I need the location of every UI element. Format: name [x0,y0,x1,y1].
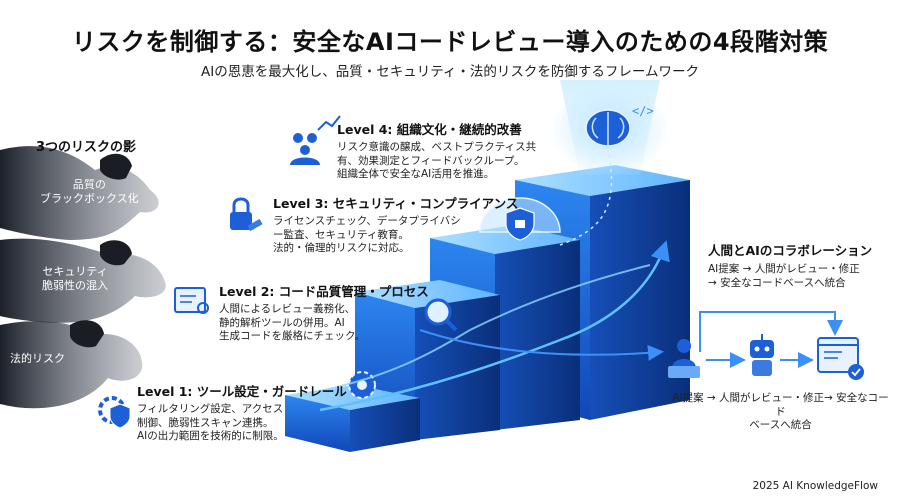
lock-gavel-icon [230,197,263,232]
risk-label-line: 品質の [72,178,106,191]
level-desc-line: フィルタリング設定、アクセス [137,403,284,415]
gear-icon [348,371,376,399]
level-desc-line: ライセンスチェック、データプライバシ [273,215,461,227]
collab-caption-line: AI提案 → 人間がレビュー・修正→ 安全なコード [672,392,889,418]
collab-caption-line: ベースへ統合 [749,419,812,431]
level-3-desc: ライセンスチェック、データプライバシ ー監査、セキュリティ教育。 法的・倫理的リ… [273,215,518,256]
collab-flow [699,311,843,368]
level-4-desc: リスク意識の醸成、ベストプラクティス共 有、効果測定とフィードバックループ。 組… [337,141,536,182]
collab-title: 人間とAIのコラボレーション [708,243,873,258]
level-1-title: Level 1: ツール設定・ガードレール [137,384,347,399]
level-3-title: Level 3: セキュリティ・コンプライアンス [273,196,519,211]
collab-block: 人間とAIのコラボレーション AI提案 → 人間がレビュー・修正 → 安全なコー… [708,240,872,290]
risk-label-line: セキュリティ [42,265,108,278]
collab-desc-line: → 安全なコードベースへ統合 [708,276,846,289]
level-desc-line: AIの出力範囲を技術的に制限。 [137,430,284,442]
level-2-block: Level 2: コード品質管理・プロセス 人間によるレビュー義務化、 静的解析… [219,281,429,344]
level-1-block: Level 1: ツール設定・ガードレール フィルタリング設定、アクセス 制御、… [137,381,347,444]
level-desc-line: リスク意識の醸成、ベストプラクティス共 [337,141,537,153]
level-2-desc: 人間によるレビュー義務化、 静的解析ツールの併用。AI 生成コードを厳格にチェッ… [219,303,429,344]
collab-caption: AI提案 → 人間がレビュー・修正→ 安全なコード ベースへ統合 [668,392,893,433]
footer-credit: 2025 AI KnowledgeFlow [752,480,878,492]
page-title: リスクを制御する：安全なAIコードレビュー導入のための4段階対策 [71,28,829,56]
risk-label-line: ブラックボックス化 [40,192,139,205]
level-desc-line: 組織全体で安全なAI活用を推進。 [337,168,495,180]
level-3-block: Level 3: セキュリティ・コンプライアンス ライセンスチェック、データプラ… [273,193,518,256]
level-desc-line: 生成コードを厳格にチェック。 [219,330,366,342]
data-streams [299,149,670,412]
gear-shield-icon [98,396,131,429]
level-desc-line: 有、効果測定とフィードバックループ。 [337,154,525,167]
risk-label-legal: 法的リスク [10,352,65,365]
brain-icon [585,109,631,147]
secure-code-window-icon [817,337,864,380]
risk-label-security: セキュリティ 脆弱性の混入 [42,265,108,293]
risk-shadow-figures [0,146,166,409]
level-desc-line: 静的解析ツールの併用。AI [219,316,345,329]
team-growth-icon [290,115,341,165]
collab-desc-line: AI提案 → 人間がレビュー・修正 [708,263,860,275]
code-tag-icon: </> [632,104,654,118]
staircase [285,165,690,452]
level-desc-line: 制御、脆弱性スキャン連携。 [137,416,274,429]
magnifier-icon [424,298,458,332]
level-desc-line: ー監査、セキュリティ教育。 [273,228,409,241]
level-desc-line: 人間によるレビュー義務化、 [219,303,356,315]
code-review-icon [174,287,209,314]
level-desc-line: 法的・倫理的リスクに対応。 [273,242,410,254]
human-laptop-icon [668,339,700,378]
risk-label-quality: 品質の ブラックボックス化 [40,178,139,206]
level-2-title: Level 2: コード品質管理・プロセス [219,284,429,299]
robot-icon [750,334,774,376]
risks-heading: 3つのリスクの影 [36,140,137,155]
level-1-desc: フィルタリング設定、アクセス 制御、脆弱性スキャン連携。 AIの出力範囲を技術的… [137,403,347,444]
risk-label-line: 脆弱性の混入 [42,279,108,292]
level-4-title: Level 4: 組織文化・継続的改善 [337,122,522,137]
page-subtitle: AIの恩恵を最大化し、品質・セキュリティ・法的リスクを防御するフレームワーク [200,64,699,80]
level-4-block: Level 4: 組織文化・継続的改善 リスク意識の醸成、ベストプラクティス共 … [337,119,536,182]
shield-dome-icon [479,197,561,241]
collab-desc: AI提案 → 人間がレビュー・修正 → 安全なコードベースへ統合 [708,263,872,290]
